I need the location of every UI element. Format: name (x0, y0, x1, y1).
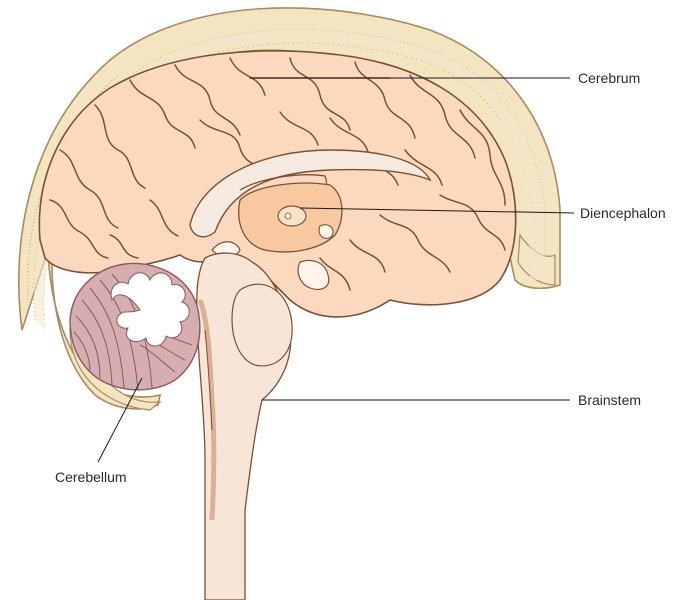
diencephalon (211, 182, 343, 291)
corpus-callosum (189, 149, 432, 238)
label-diencephalon: Diencephalon (580, 205, 666, 221)
leader-lines (97, 77, 575, 463)
label-brainstem: Brainstem (578, 392, 641, 408)
thalamus-mass (277, 205, 307, 227)
label-cerebellum: Cerebellum (55, 469, 127, 485)
brainstem (196, 252, 293, 600)
cerebellum (69, 262, 201, 391)
label-cerebrum: Cerebrum (578, 70, 640, 86)
cerebrum-outline (38, 50, 517, 318)
leader-diencephalon (299, 207, 575, 214)
leader-cerebellum (97, 377, 143, 463)
